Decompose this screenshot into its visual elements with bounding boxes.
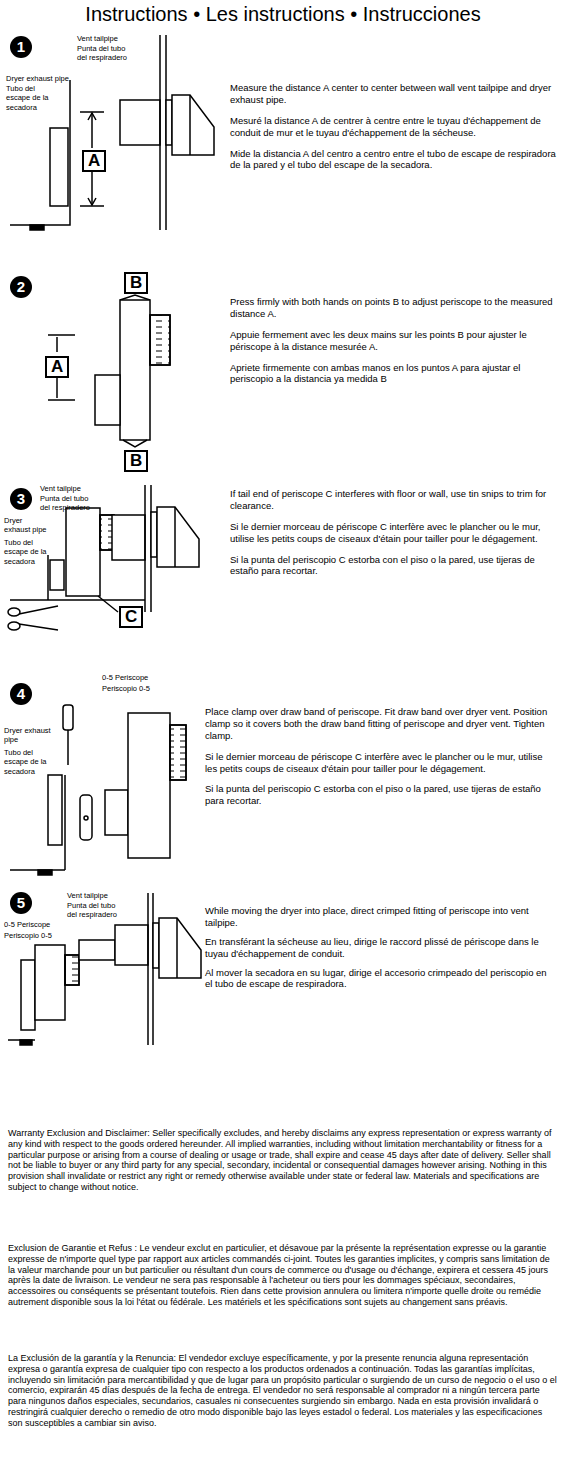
part-label: Dryer exhaust pipe xyxy=(4,726,54,745)
part-label: Periscopio 0-5 xyxy=(102,684,150,693)
part-label: Tubo del escape de la secadora xyxy=(4,538,48,566)
step-number: 5 xyxy=(10,892,32,914)
dimension-marker: A xyxy=(45,356,69,378)
instruction-text: Mide la distancia A del centro a centro … xyxy=(230,148,560,172)
warranty-text: Warranty Exclusion and Disclaimer: Selle… xyxy=(8,1128,558,1193)
part-label: Vent tailpipe xyxy=(40,484,81,493)
part-label: Punta del tubo del respiradero xyxy=(40,494,100,513)
instruction-text: Al mover la secadora en su lugar, dirige… xyxy=(205,967,555,991)
step-number: 1 xyxy=(10,36,32,58)
warranty-text: Exclusion de Garantie et Refus : Le vend… xyxy=(8,1243,558,1308)
part-label: Punta del tubo del respiradero xyxy=(77,44,137,63)
instruction-text: While moving the dryer into place, direc… xyxy=(205,905,555,929)
part-label: Dryer exhaust pipe xyxy=(6,74,69,83)
part-label: Vent tailpipe xyxy=(67,891,108,900)
part-label: Dryer exhaust pipe xyxy=(4,516,48,535)
part-label: Punta del tubo del respiradero xyxy=(67,901,127,920)
warranty-text: La Exclusión de la garantía y la Renunci… xyxy=(8,1353,558,1429)
step-number: 4 xyxy=(10,683,32,705)
part-label: 0-5 Periscope xyxy=(102,673,148,682)
step-number: 2 xyxy=(10,276,32,298)
dimension-marker: A xyxy=(82,150,106,172)
instruction-text: Appuie fermement avec les deux mains sur… xyxy=(230,329,560,353)
instruction-text: Si la punta del periscopio C estorba con… xyxy=(230,554,560,578)
instruction-text: Si la punta del periscopio C estorba con… xyxy=(205,783,555,807)
dimension-marker: C xyxy=(119,606,143,628)
dimension-marker: B xyxy=(124,450,148,472)
instruction-text: Apriete firmemente con ambas manos en lo… xyxy=(230,362,560,386)
instruction-text: En transférant la sécheuse au lieu, diri… xyxy=(205,936,555,960)
part-label: Tubo del escape de la secadora xyxy=(6,84,58,112)
part-label: Periscopio 0-5 xyxy=(4,931,52,940)
instruction-text: Place clamp over draw band of periscope.… xyxy=(205,706,555,742)
part-label: 0-5 Periscope xyxy=(4,920,50,929)
step-number: 3 xyxy=(10,488,32,510)
instruction-text: Si le dernier morceau de périscope C int… xyxy=(230,521,560,545)
part-label: Vent tailpipe xyxy=(77,34,118,43)
dimension-marker: B xyxy=(124,272,148,294)
instruction-text: Si le dernier morceau de périscope C int… xyxy=(205,751,555,775)
instruction-text: Mesuré la distance A de centrer à centre… xyxy=(230,115,560,139)
instruction-text: Measure the distance A center to center … xyxy=(230,82,560,106)
instruction-text: Press firmly with both hands on points B… xyxy=(230,296,560,320)
part-label: Tubo del escape de la secadora xyxy=(4,748,54,776)
instruction-text: If tail end of periscope C interferes wi… xyxy=(230,488,560,512)
page-title: Instructions • Les instructions • Instru… xyxy=(0,2,566,27)
